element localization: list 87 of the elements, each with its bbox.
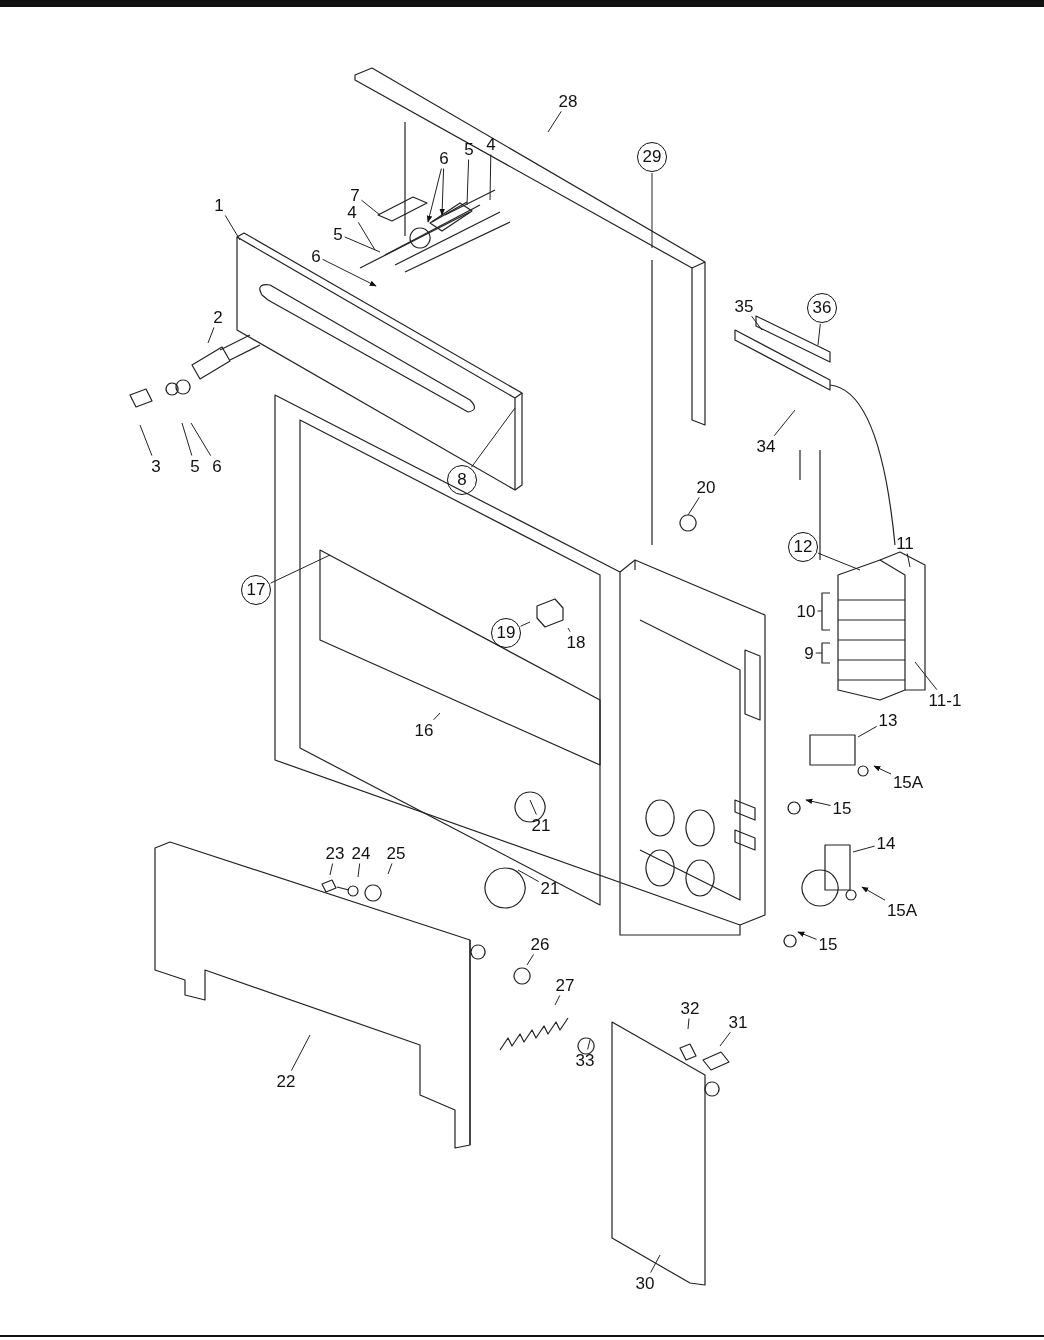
callout-number: 15A bbox=[885, 900, 919, 920]
leader-line bbox=[139, 424, 153, 457]
leader-line bbox=[190, 422, 212, 457]
callout-number: 6 bbox=[438, 148, 450, 168]
leader-line bbox=[489, 154, 492, 201]
leader-line bbox=[567, 627, 571, 633]
callout-number: 33 bbox=[574, 1050, 596, 1070]
leader-line bbox=[344, 236, 381, 253]
leader-line bbox=[270, 554, 331, 584]
leader-line bbox=[857, 725, 878, 738]
leader-line bbox=[817, 552, 861, 571]
callout-number: 11 bbox=[895, 533, 915, 553]
leader-line bbox=[439, 168, 445, 216]
leader-line bbox=[207, 326, 215, 344]
leader-line bbox=[719, 1031, 731, 1047]
callout-number: 15A bbox=[891, 772, 925, 792]
callout-number: 3 bbox=[150, 456, 162, 476]
leader-line bbox=[687, 496, 700, 516]
callout-number: 1 bbox=[213, 195, 225, 215]
leader-line bbox=[547, 110, 562, 133]
callout-number: 2 bbox=[212, 307, 224, 327]
callout-number: 4 bbox=[346, 202, 358, 222]
leader-line bbox=[517, 869, 540, 883]
callout-number: 20 bbox=[695, 477, 717, 497]
leader-line bbox=[290, 1034, 311, 1072]
leader-line bbox=[797, 931, 818, 940]
leader-line bbox=[815, 652, 823, 654]
leader-line bbox=[181, 422, 193, 456]
leader-line bbox=[873, 765, 892, 775]
callout-number: 4 bbox=[485, 134, 497, 154]
callout-number: 30 bbox=[634, 1273, 656, 1293]
leader-line bbox=[852, 845, 876, 853]
leader-line bbox=[906, 553, 911, 568]
callout-number: 15 bbox=[831, 798, 853, 818]
callout-number: 11-1 bbox=[927, 690, 963, 710]
leader-line bbox=[357, 863, 361, 878]
leader-line bbox=[651, 172, 653, 249]
callout-number: 6 bbox=[310, 246, 322, 266]
leader-line bbox=[751, 315, 763, 331]
callout-number: 21 bbox=[530, 815, 552, 835]
callout-number: 26 bbox=[529, 934, 551, 954]
callout-number: 14 bbox=[875, 833, 897, 853]
callout-number: 13 bbox=[877, 710, 899, 730]
callout-number: 16 bbox=[413, 720, 435, 740]
callout-number: 18 bbox=[565, 632, 587, 652]
leader-line bbox=[426, 168, 442, 223]
leader-line bbox=[587, 1039, 591, 1050]
leader-line bbox=[433, 712, 441, 721]
leader-line bbox=[529, 799, 537, 816]
leader-line bbox=[773, 409, 796, 437]
leader-line bbox=[357, 221, 376, 251]
callout-number: 24 bbox=[350, 843, 372, 863]
leader-line bbox=[387, 862, 393, 875]
callout-number: 23 bbox=[324, 843, 346, 863]
leader-line bbox=[861, 886, 886, 901]
callout-number: 35 bbox=[733, 296, 755, 316]
callout-number: 9 bbox=[803, 643, 815, 663]
callout-number: 31 bbox=[727, 1012, 749, 1032]
callout-number: 6 bbox=[211, 456, 223, 476]
leader-line bbox=[817, 610, 823, 612]
leader-line bbox=[650, 1254, 661, 1274]
callout-number: 21 bbox=[539, 878, 561, 898]
callout-number: 10 bbox=[795, 601, 817, 621]
leader-line bbox=[914, 661, 938, 691]
callout-number: 7 bbox=[349, 185, 361, 205]
callout-number: 5 bbox=[332, 224, 344, 244]
callout-number: 5 bbox=[189, 456, 201, 476]
callout-number: 34 bbox=[755, 436, 777, 456]
callout-number: 27 bbox=[554, 975, 576, 995]
callout-number: 32 bbox=[679, 998, 701, 1018]
leader-line bbox=[322, 258, 377, 287]
leader-line bbox=[520, 621, 531, 627]
leader-line bbox=[526, 953, 535, 966]
callout-number: 28 bbox=[557, 91, 579, 111]
leader-line bbox=[687, 1018, 690, 1030]
leader-line bbox=[466, 159, 470, 206]
leader-line bbox=[554, 994, 561, 1006]
leader-line bbox=[805, 798, 832, 806]
leader-line bbox=[817, 323, 821, 346]
callout-number: 22 bbox=[275, 1071, 297, 1091]
leader-line bbox=[471, 407, 516, 468]
leader-line bbox=[361, 199, 381, 216]
leader-line bbox=[329, 863, 334, 876]
callout-number: 5 bbox=[463, 139, 475, 159]
leader-line bbox=[224, 214, 241, 241]
callout-number: 25 bbox=[385, 843, 407, 863]
callout-number: 15 bbox=[817, 934, 839, 954]
